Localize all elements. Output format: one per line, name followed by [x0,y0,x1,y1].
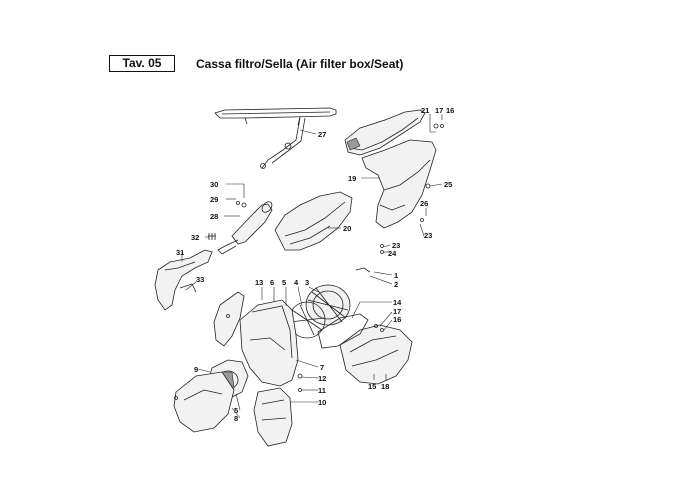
callout-32: 32 [191,233,199,242]
callout-13: 13 [255,278,263,287]
callout-4: 4 [294,278,299,287]
intake-duct [253,387,293,447]
callout-8: 8 [234,414,238,423]
callout-5: 5 [282,278,286,287]
callout-29: 29 [210,195,218,204]
callout-16: 16 [393,315,401,324]
callout-19: 19 [348,174,356,183]
callout-17: 17 [435,106,443,115]
callout-numbers: 21 17 16 27 19 25 30 29 28 26 20 23 32 2… [176,106,454,423]
callout-33: 33 [196,275,204,284]
callout-25: 25 [444,180,452,189]
left-side-panel [213,291,245,347]
callout-3: 3 [305,278,309,287]
callout-1: 1 [394,271,398,280]
callout-30: 30 [210,180,218,189]
diagram-title: Cassa filtro/Sella (Air filter box/Seat) [196,57,404,71]
silencer [217,201,273,255]
callout-24: 24 [388,249,397,258]
callout-23: 23 [392,241,400,250]
plate-number: Tav. 05 [122,56,162,70]
rear-fender [361,139,437,229]
callout-28: 28 [210,212,218,221]
callout-21: 21 [421,106,429,115]
callout-18: 18 [381,382,389,391]
exhaust-spring [208,233,216,240]
hardware [174,123,444,400]
callout-7: 7 [320,363,324,372]
air-box [239,299,299,387]
callout-15: 15 [368,382,376,391]
filter-cage [288,301,326,339]
seat-base [274,191,353,251]
side-cover [173,371,235,433]
rear-subframe [214,107,337,169]
seat [344,109,426,156]
leader-lines [181,114,443,419]
callout-14: 14 [393,298,402,307]
callout-26: 26 [420,199,428,208]
callout-6: 6 [270,278,274,287]
callout-10: 10 [318,398,326,407]
callout-2: 2 [394,280,398,289]
callout-20: 20 [343,224,351,233]
right-side-panel [339,324,413,385]
callout-16: 16 [446,106,454,115]
callout-31: 31 [176,248,184,257]
callout-5: 5 [234,406,238,415]
callout-9: 9 [194,365,198,374]
expansion-chamber [154,249,213,311]
airbox-gasket [317,313,369,349]
callout-23: 23 [424,231,432,240]
callout-17: 17 [393,307,401,316]
plate-number-box: Tav. 05 [109,55,175,72]
callout-12: 12 [318,374,326,383]
callout-11: 11 [318,386,326,395]
air-filter [305,284,351,326]
callout-27: 27 [318,130,326,139]
